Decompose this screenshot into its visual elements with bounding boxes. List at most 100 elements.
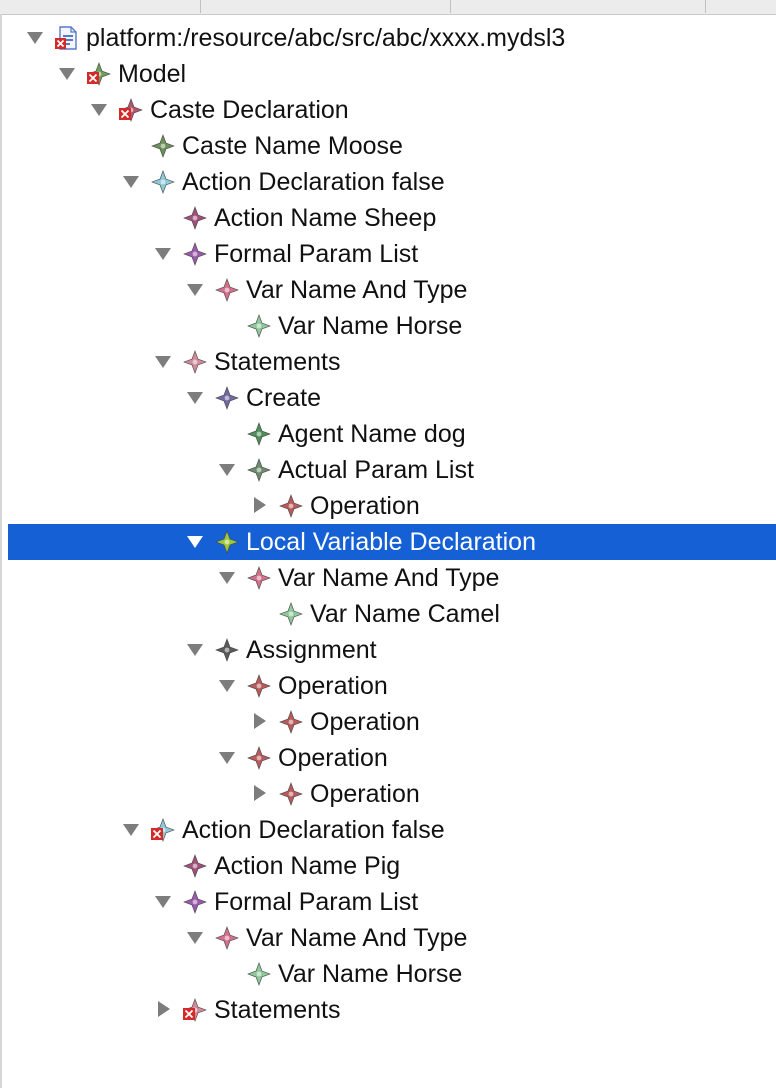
expand-arrow-down-icon[interactable] bbox=[184, 278, 208, 302]
expand-arrow-down-icon[interactable] bbox=[152, 350, 176, 374]
node-icon bbox=[278, 493, 304, 519]
tree-node-assignment[interactable]: Assignment bbox=[0, 632, 776, 668]
expand-arrow-down-icon[interactable] bbox=[216, 674, 240, 698]
node-icon bbox=[214, 925, 240, 951]
editor-tab-fragment[interactable] bbox=[450, 0, 706, 13]
node-error-icon bbox=[118, 97, 144, 123]
expand-arrow-down-icon[interactable] bbox=[120, 170, 144, 194]
tree-node-label: platform:/resource/abc/src/abc/xxxx.myds… bbox=[86, 23, 566, 52]
editor-tab-fragment[interactable] bbox=[0, 0, 201, 13]
outline-tree[interactable]: platform:/resource/abc/src/abc/xxxx.myds… bbox=[0, 20, 776, 1028]
node-error-icon bbox=[86, 61, 112, 87]
expand-arrow-right-icon[interactable] bbox=[248, 782, 272, 806]
expand-arrow-down-icon[interactable] bbox=[120, 818, 144, 842]
tree-node-label: Agent Name dog bbox=[278, 419, 466, 448]
tree-node-create[interactable]: Create bbox=[0, 380, 776, 416]
node-icon bbox=[278, 601, 304, 627]
node-icon bbox=[182, 349, 208, 375]
tree-node-label: Action Declaration false bbox=[182, 167, 445, 196]
tree-node-local-variable-declaration[interactable]: Local Variable Declaration bbox=[8, 524, 776, 560]
node-icon bbox=[246, 673, 272, 699]
tree-node-action-name-pig[interactable]: Action Name Pig bbox=[0, 848, 776, 884]
tree-node-label: Operation bbox=[278, 743, 388, 772]
tree-node-label: Var Name Horse bbox=[278, 311, 463, 340]
node-icon bbox=[214, 529, 240, 555]
tree-node-formal-param-list[interactable]: Formal Param List bbox=[0, 236, 776, 272]
tree-node-caste-name-moose[interactable]: Caste Name Moose bbox=[0, 128, 776, 164]
tree-indent-spacer bbox=[216, 314, 240, 338]
tree-node-label: Action Name Sheep bbox=[214, 203, 437, 232]
node-icon bbox=[214, 277, 240, 303]
tree-node-operation[interactable]: Operation bbox=[0, 776, 776, 812]
tree-node-label: Var Name And Type bbox=[246, 275, 468, 304]
tree-indent-spacer bbox=[120, 134, 144, 158]
tree-node-label: Formal Param List bbox=[214, 239, 419, 268]
tree-node-label: Var Name And Type bbox=[246, 923, 468, 952]
node-icon bbox=[246, 421, 272, 447]
tree-node-model[interactable]: Model bbox=[0, 56, 776, 92]
node-icon bbox=[182, 889, 208, 915]
expand-arrow-right-icon[interactable] bbox=[248, 494, 272, 518]
tree-node-action-name-sheep[interactable]: Action Name Sheep bbox=[0, 200, 776, 236]
tree-node-var-name-horse[interactable]: Var Name Horse bbox=[0, 956, 776, 992]
expand-arrow-down-icon[interactable] bbox=[184, 386, 208, 410]
node-error-icon bbox=[182, 997, 208, 1023]
expand-arrow-down-icon[interactable] bbox=[184, 926, 208, 950]
expand-arrow-down-icon[interactable] bbox=[88, 98, 112, 122]
tree-node-actual-param-list[interactable]: Actual Param List bbox=[0, 452, 776, 488]
expand-arrow-down-icon[interactable] bbox=[24, 26, 48, 50]
tree-node-operation[interactable]: Operation bbox=[0, 488, 776, 524]
expand-arrow-down-icon[interactable] bbox=[152, 242, 176, 266]
node-icon bbox=[246, 745, 272, 771]
tree-node-label: Var Name And Type bbox=[278, 563, 500, 592]
expand-arrow-down-icon[interactable] bbox=[152, 890, 176, 914]
expand-arrow-right-icon[interactable] bbox=[248, 710, 272, 734]
tree-node-action-declaration-false[interactable]: Action Declaration false bbox=[0, 164, 776, 200]
node-error-icon bbox=[150, 817, 176, 843]
tree-node-var-name-and-type[interactable]: Var Name And Type bbox=[0, 920, 776, 956]
editor-tab-bar bbox=[0, 0, 776, 15]
node-icon bbox=[182, 205, 208, 231]
node-icon bbox=[214, 385, 240, 411]
tree-node-label: Statements bbox=[214, 995, 341, 1024]
expand-arrow-down-icon[interactable] bbox=[184, 638, 208, 662]
expand-arrow-down-icon[interactable] bbox=[56, 62, 80, 86]
node-icon bbox=[246, 313, 272, 339]
tree-node-operation[interactable]: Operation bbox=[0, 740, 776, 776]
tree-node-label: Caste Name Moose bbox=[182, 131, 403, 160]
tree-indent-spacer bbox=[152, 206, 176, 230]
node-icon bbox=[182, 241, 208, 267]
tree-node-operation[interactable]: Operation bbox=[0, 668, 776, 704]
tree-node-agent-name-dog[interactable]: Agent Name dog bbox=[0, 416, 776, 452]
tree-node-label: Action Name Pig bbox=[214, 851, 401, 880]
expand-arrow-down-icon[interactable] bbox=[216, 746, 240, 770]
tree-node-var-name-and-type[interactable]: Var Name And Type bbox=[0, 272, 776, 308]
tree-node-formal-param-list[interactable]: Formal Param List bbox=[0, 884, 776, 920]
tree-node-label: Var Name Horse bbox=[278, 959, 463, 988]
tree-node-operation[interactable]: Operation bbox=[0, 704, 776, 740]
node-icon bbox=[214, 637, 240, 663]
tree-indent-spacer bbox=[152, 854, 176, 878]
expand-arrow-down-icon[interactable] bbox=[216, 458, 240, 482]
tree-node-platform-resource-abc-src-abc-xxxx-mydsl3[interactable]: platform:/resource/abc/src/abc/xxxx.myds… bbox=[0, 20, 776, 56]
tree-node-statements[interactable]: Statements bbox=[0, 992, 776, 1028]
expand-arrow-down-icon[interactable] bbox=[216, 566, 240, 590]
tree-node-var-name-horse[interactable]: Var Name Horse bbox=[0, 308, 776, 344]
node-icon bbox=[182, 853, 208, 879]
tree-node-statements[interactable]: Statements bbox=[0, 344, 776, 380]
expand-arrow-right-icon[interactable] bbox=[152, 998, 176, 1022]
tree-node-caste-declaration[interactable]: Caste Declaration bbox=[0, 92, 776, 128]
tree-indent-spacer bbox=[248, 602, 272, 626]
node-icon bbox=[278, 709, 304, 735]
tree-node-label: Actual Param List bbox=[278, 455, 474, 484]
tree-indent-spacer bbox=[216, 422, 240, 446]
tree-node-label: Formal Param List bbox=[214, 887, 419, 916]
node-icon bbox=[150, 169, 176, 195]
node-icon bbox=[246, 961, 272, 987]
editor-tab-fragment[interactable] bbox=[200, 0, 451, 13]
expand-arrow-down-icon[interactable] bbox=[184, 530, 208, 554]
tree-node-var-name-camel[interactable]: Var Name Camel bbox=[0, 596, 776, 632]
tree-node-action-declaration-false[interactable]: Action Declaration false bbox=[0, 812, 776, 848]
node-icon bbox=[150, 133, 176, 159]
tree-node-var-name-and-type[interactable]: Var Name And Type bbox=[0, 560, 776, 596]
